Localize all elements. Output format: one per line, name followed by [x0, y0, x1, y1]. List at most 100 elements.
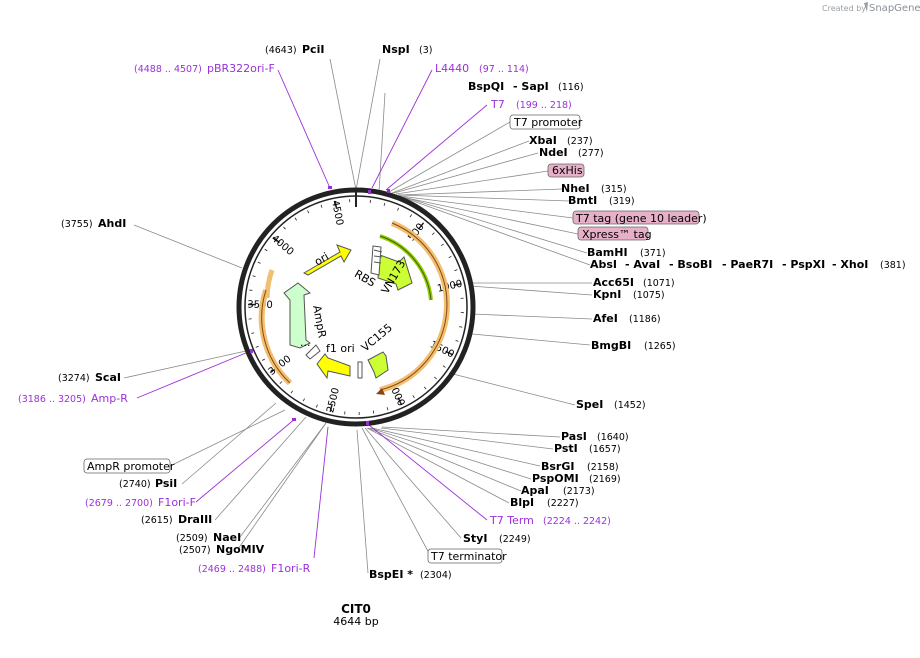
ampr-highlight-outline	[261, 289, 291, 384]
l4440-primer-label[interactable]: L4440	[435, 62, 469, 75]
minor-tick	[279, 381, 283, 384]
t7-primer-pos: (199 .. 218)	[516, 100, 572, 111]
vn173-feature: VN173	[377, 254, 413, 296]
ahdi-label[interactable]: AhdI	[98, 217, 126, 230]
major-tick	[397, 397, 403, 406]
pcii-label[interactable]: PciI	[302, 43, 324, 56]
bspqi-label[interactable]: BspQI	[468, 80, 504, 93]
f1ori-r-primer-label[interactable]: F1ori-R	[271, 562, 311, 575]
minor-tick	[434, 376, 437, 380]
ndei-pos: (277)	[578, 148, 604, 159]
ampr-promoter-arrow	[305, 344, 321, 360]
brand-text: SnapGene	[869, 3, 920, 14]
vc155-feature: VC155	[359, 321, 395, 379]
pasi-pos: (1640)	[597, 432, 629, 443]
boxed-feature-t7-terminator[interactable]: T7 terminator	[427, 548, 507, 564]
apai-label[interactable]: ApaI	[521, 484, 549, 497]
bmti-label[interactable]: BmtI	[568, 194, 597, 207]
boxed-feature-6xhis[interactable]: 6xHis	[547, 163, 585, 178]
sapi-label[interactable]: - SapI	[513, 80, 549, 93]
ndei-label[interactable]: NdeI	[539, 146, 568, 159]
minor-tick	[315, 404, 318, 408]
scai-label[interactable]: ScaI	[95, 371, 121, 384]
minor-tick	[294, 217, 297, 221]
scai-pos: (3274)	[58, 373, 90, 384]
nhei-label[interactable]: NheI	[561, 182, 590, 195]
vc155-small-bar	[357, 361, 363, 379]
boxed-feature-xpress[interactable]: Xpress™ tag	[577, 226, 652, 241]
ahdi-pos: (3755)	[61, 219, 93, 230]
absi-label[interactable]: AbsI	[590, 258, 617, 271]
backbone-inner	[244, 195, 468, 419]
bamhi-label[interactable]: BamHI	[587, 246, 628, 259]
absi-pos: (381)	[880, 260, 906, 271]
apai-pos: (2173)	[563, 486, 595, 497]
afei-label[interactable]: AfeI	[593, 312, 618, 325]
bamhi-pos: (371)	[640, 248, 666, 259]
amp-r-primer-label[interactable]: Amp-R	[91, 392, 128, 405]
styi-label[interactable]: StyI	[463, 532, 487, 545]
orf-highlight-outline	[379, 222, 448, 391]
f1ori-f-primer-label[interactable]: F1ori-F	[158, 496, 196, 509]
xpress-tag-label: Xpress™ tag	[582, 228, 652, 241]
pspomi-pos: (2169)	[589, 474, 621, 485]
spei-label[interactable]: SpeI	[576, 398, 603, 411]
avai-label[interactable]: - AvaI	[625, 258, 660, 271]
styi-pos: (2249)	[499, 534, 531, 545]
minor-tick	[423, 386, 427, 390]
pbr322ori-f-primer-label[interactable]: pBR322ori-F	[207, 62, 275, 75]
draiii-label[interactable]: DraIII	[178, 513, 212, 526]
psii-pos: (2740)	[119, 479, 151, 490]
afei-pos: (1186)	[629, 314, 661, 325]
boxed-feature-t7-promoter[interactable]: T7 promoter	[509, 114, 583, 130]
nspi-label[interactable]: NspI	[382, 43, 410, 56]
xhoi-label[interactable]: - XhoI	[832, 258, 868, 271]
tick-label-4500: 4500	[329, 199, 345, 226]
t7-tag-label: T7 tag (gene 10 leader)	[575, 212, 707, 225]
tick-label-1000: 1000	[436, 279, 463, 295]
pspxi-label[interactable]: - PspXI	[782, 258, 825, 271]
ampr-promoter-label: AmpR promoter	[87, 460, 175, 473]
t7-term-primer-label[interactable]: T7 Term	[489, 514, 534, 527]
bspqi-pos: (116)	[558, 82, 584, 93]
snapgene-logo-icon	[864, 2, 868, 12]
blpi-label[interactable]: BlpI	[510, 496, 534, 509]
bsrgi-pos: (2158)	[587, 462, 619, 473]
paer7i-label[interactable]: - PaeR7I	[722, 258, 773, 271]
ngomiv-label[interactable]: NgoMIV	[216, 543, 265, 556]
minor-tick	[454, 269, 458, 272]
naei-label[interactable]: NaeI	[213, 531, 241, 544]
minor-tick	[386, 407, 389, 411]
minor-tick	[397, 207, 400, 211]
minor-tick	[264, 248, 268, 252]
his-tag-label: 6xHis	[552, 164, 583, 177]
pspomi-label[interactable]: PspOMI	[532, 472, 579, 485]
pasi-label[interactable]: PasI	[561, 430, 587, 443]
minor-tick	[252, 275, 256, 277]
bspei-label[interactable]: BspEI *	[369, 568, 413, 581]
f1ori-f-primer-pos: (2679 .. 2700)	[85, 498, 153, 509]
t7-term-primer-pos: (2224 .. 2242)	[543, 516, 611, 527]
l4440-primer-pos: (97 .. 114)	[479, 64, 529, 75]
bspei-pos: (2304)	[420, 570, 452, 581]
boxed-feature-t7-tag[interactable]: T7 tag (gene 10 leader)	[572, 210, 707, 225]
boxed-feature-ampr-promoter[interactable]: AmpR promoter	[83, 458, 175, 474]
bsrgi-label[interactable]: BsrGI	[541, 460, 574, 473]
minor-tick	[431, 232, 435, 236]
minor-tick	[409, 214, 412, 218]
minor-tick	[290, 390, 294, 394]
acc65i-label[interactable]: Acc65I	[593, 276, 634, 289]
psti-label[interactable]: PstI	[554, 442, 578, 455]
spei-pos: (1452)	[614, 400, 646, 411]
bmgbi-label[interactable]: BmgBI	[591, 339, 631, 352]
bsobi-label[interactable]: - BsoBI	[669, 258, 712, 271]
major-tick	[329, 403, 333, 413]
vc155-label: VC155	[359, 321, 395, 354]
acc65i-pos: (1071)	[643, 278, 675, 289]
primer-leader-lines	[136, 69, 488, 559]
psii-label[interactable]: PsiI	[155, 477, 177, 490]
kpni-label[interactable]: KpnI	[593, 288, 621, 301]
xbai-label[interactable]: XbaI	[529, 134, 557, 147]
t7-primer-label[interactable]: T7	[490, 98, 505, 111]
